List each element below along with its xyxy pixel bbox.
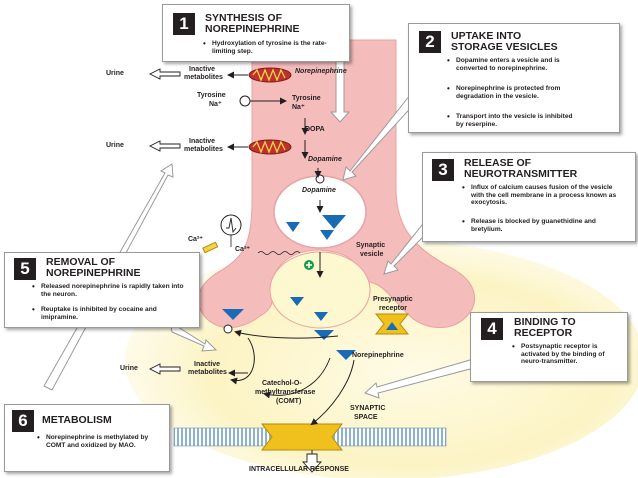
step-3-number: 3 (432, 159, 454, 181)
step-6-title: METABOLISM (42, 414, 112, 426)
label-tyrosine-right: Tyrosine (292, 95, 321, 102)
label-urine-mid: Urine (106, 142, 124, 149)
label-synaptic-space-1: SYNAPTIC (350, 405, 386, 412)
step-1-number: 1 (173, 13, 195, 35)
label-inactive-mid-1: Inactive (189, 138, 216, 145)
vesicle-ne-2 (322, 215, 346, 229)
label-intracellular-response: INTRACELLULAR RESPONSE (249, 466, 349, 473)
label-inactive-bottom-2: metabolites (188, 369, 227, 376)
mitochondrion-icon (248, 139, 292, 155)
released-ne (314, 312, 328, 321)
vesicle-transporter-icon (315, 174, 325, 184)
step-3-bullet: Release is blocked by guanethidine and b… (462, 218, 621, 233)
postsynaptic-receptor (260, 423, 344, 451)
label-comt-2: methyltransferase (255, 389, 316, 396)
step-5-number: 5 (14, 258, 36, 280)
label-norepinephrine-cleft: Norepinephrine (352, 352, 404, 359)
step-3-title-line1: RELEASE OF (464, 157, 532, 169)
vesicle-ne-1 (286, 222, 300, 232)
step-4-title-line1: BINDING TO (514, 316, 576, 328)
step-3-title-line2: NEUROTRANSMITTER (464, 168, 578, 180)
step-6-number: 6 (12, 410, 34, 432)
excretion-arrows (148, 68, 323, 473)
label-inactive-top-2: metabolites (184, 74, 223, 81)
step-4-number: 4 (481, 318, 503, 340)
label-inactive-bottom-1: Inactive (194, 361, 221, 368)
step-6-bullet: Norepinephrine is methylated by COMT and… (37, 434, 150, 449)
label-comt-1: Catechol-O- (262, 380, 302, 387)
label-tyrosine-left: Tyrosine (197, 92, 226, 99)
step-2-bullet: Dopamine enters a vesicle and is convert… (447, 57, 580, 72)
label-dopamine-vesicle: Dopamine (302, 187, 336, 194)
label-comt-3: (COMT) (276, 398, 302, 405)
label-synaptic-vesicle-1: Synaptic (356, 242, 386, 249)
label-inactive-top-1: Inactive (189, 66, 216, 73)
released-ne (314, 330, 334, 340)
tyrosine-transporter-icon (239, 95, 251, 107)
step-2-number: 2 (419, 31, 441, 53)
step-4-title-line2: RECEPTOR (514, 327, 573, 339)
step-2-bullet: Norepinephrine is protected from degrada… (447, 85, 580, 100)
label-presynaptic-receptor-2: receptor (379, 305, 408, 312)
receptor-bound-ne (386, 322, 398, 330)
step-2-title-line1: UPTAKE INTO (451, 30, 522, 42)
step-5-bullet: Reuptake is inhibited by cocaine and imi… (32, 306, 191, 321)
label-synaptic-space-2: SPACE (354, 414, 378, 421)
label-ca-inside: Ca²⁺ (235, 246, 250, 253)
label-urine-bottom: Urine (120, 365, 138, 372)
step-5-bullet: Released norepinephrine is rapidly taken… (32, 283, 191, 298)
step-1-title-line2: NOREPINEPHRINE (205, 23, 300, 35)
label-ca-outside: Ca²⁺ (188, 236, 203, 243)
label-presynaptic-receptor-1: Presynaptic (373, 296, 413, 303)
reuptake-transporter-icon (223, 324, 233, 334)
vesicle-ne-3 (320, 230, 334, 240)
label-na-left: Na⁺ (209, 101, 222, 108)
calcium-channel-icon (202, 241, 219, 254)
calcium-influx-path (257, 251, 301, 255)
label-inactive-mid-2: metabolites (184, 146, 223, 153)
step-1-title-line1: SYNTHESIS OF (205, 12, 283, 24)
step-2-bullet: Transport into the vesicle is inhibited … (447, 113, 580, 128)
label-norepinephrine-top: Norepinephrine (295, 68, 347, 75)
label-dopa: DOPA (305, 126, 325, 133)
released-ne (290, 297, 304, 306)
label-na-right: Na⁺ (292, 104, 305, 111)
released-ne (222, 309, 244, 320)
step-1-bullet: Hydroxylation of tyrosine is the rate-li… (203, 40, 340, 55)
step-4-bullet: Postsynaptic receptor is activated by th… (512, 343, 621, 366)
step-2-title-line2: STORAGE VESICLES (451, 41, 558, 53)
step-3-bullet: Influx of calcium causes fusion of the v… (462, 184, 621, 207)
label-urine-top: Urine (106, 70, 124, 77)
label-dopamine: Dopamine (308, 156, 342, 163)
step-5-title-line2: NOREPINEPHRINE (46, 267, 141, 279)
released-ne (336, 350, 356, 360)
mitochondrion-icon (248, 67, 292, 83)
label-synaptic-vesicle-2: vesicle (360, 251, 384, 258)
step-5-title-line1: REMOVAL OF (46, 256, 116, 268)
